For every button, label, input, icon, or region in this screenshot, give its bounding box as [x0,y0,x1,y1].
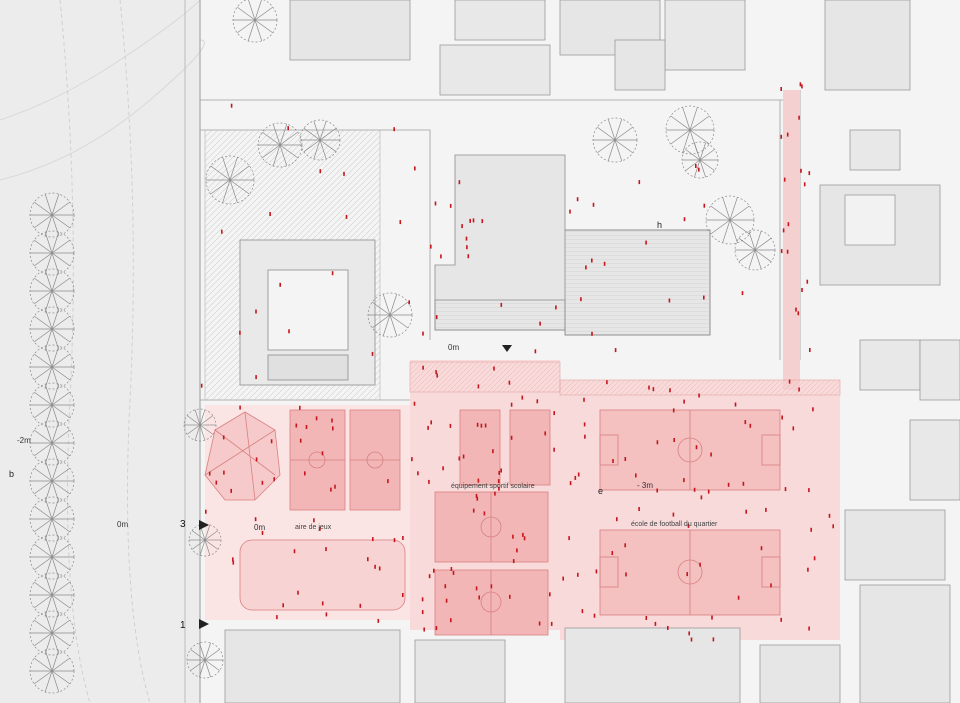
label-level-minus3: - 3m [637,481,653,490]
label-level-0m-playground: 0m [254,523,265,532]
people [200,82,834,642]
label-aire-de-jeux: aire de jeux [295,524,332,531]
stairs [409,361,841,396]
tree-row [29,192,75,694]
scattered-trees [183,0,776,679]
buildings-east [859,339,960,501]
playground [239,539,406,611]
school-sports-courts [434,409,551,636]
label-ecole-football: école de football du quartier [631,521,718,528]
map-labels: aire de jeux équipement sportif scolaire… [9,220,718,631]
river-embankment [0,0,205,703]
courtyard-building [239,239,376,386]
basketball-courts-playground [289,409,401,511]
entry-arrows [199,345,512,629]
label-marker-h: h [657,220,662,230]
buildings-south [224,509,951,703]
label-entry-3: 3 [180,519,186,530]
buildings-north [289,0,941,286]
football-pitches [599,409,781,616]
playground-dome [204,411,281,501]
label-marker-e: e [598,486,603,496]
label-level-0m-left: 0m [117,520,128,529]
label-equipement: équipement sportif scolaire [451,483,535,490]
label-level-0m-top: 0m [448,343,459,352]
label-entry-1: 1 [180,620,186,631]
label-level-minus2: -2m [17,436,31,445]
school-building [434,154,711,336]
label-marker-b: b [9,469,14,479]
